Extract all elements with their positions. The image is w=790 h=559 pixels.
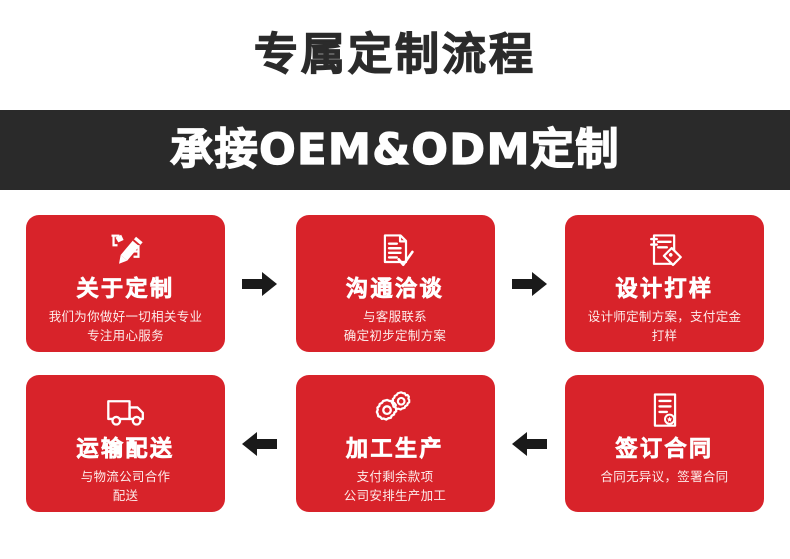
flow-card-desc: 支付剩余款项 公司安排生产加工 [338,468,452,504]
arrow-left-icon [239,375,281,512]
desc-line: 配送 [112,487,139,503]
desc-line: 公司安排生产加工 [343,487,447,503]
process-flow: 关于定制 我们为你做好一切相关专业 专注用心服务 [0,190,790,512]
flow-card-desc: 与物流公司合作 配送 [75,468,177,504]
contract-seal-icon [643,387,687,435]
desc-line: 与客服联系 [362,309,427,325]
flow-card-production[interactable]: 加工生产 支付剩余款项 公司安排生产加工 [295,375,495,512]
pencil-edit-icon [103,227,149,275]
flow-card-title: 关于定制 [76,277,175,303]
desc-line: 专注用心服务 [87,327,164,343]
flow-card-desc: 设计师定制方案，支付定金 打样 [582,308,748,344]
desc-line: 我们为你做好一切相关专业 [48,309,203,325]
flow-card-desc: 我们为你做好一切相关专业 专注用心服务 [43,308,209,344]
flow-card-title: 设计打样 [615,277,714,303]
flow-card-design-sample[interactable]: 设计打样 设计师定制方案，支付定金 打样 [565,215,764,352]
desc-line: 确定初步定制方案 [343,327,447,343]
flow-card-communication[interactable]: 沟通洽谈 与客服联系 确定初步定制方案 [295,215,495,352]
desc-line: 打样 [651,327,678,343]
document-tag-icon [643,227,687,275]
flow-card-desc: 合同无异议，签署合同 [594,468,734,486]
flow-card-title: 运输配送 [76,437,175,463]
arrow-right-icon [239,215,281,352]
flow-card-title: 沟通洽谈 [345,277,444,303]
arrow-left-icon [509,375,551,512]
flow-card-title: 签订合同 [615,437,714,463]
desc-line: 与物流公司合作 [80,469,171,485]
flow-row-2: 运输配送 与物流公司合作 配送 [26,375,764,512]
flow-card-desc: 与客服联系 确定初步定制方案 [338,308,452,344]
flow-card-sign-contract[interactable]: 签订合同 合同无异议，签署合同 [565,375,764,512]
page-header: 专属定制流程 [0,0,790,110]
arrow-right-icon [509,215,551,352]
flow-row-1: 关于定制 我们为你做好一切相关专业 专注用心服务 [26,215,764,352]
flow-card-about-customization[interactable]: 关于定制 我们为你做好一切相关专业 专注用心服务 [26,215,225,352]
document-check-icon [373,227,417,275]
gears-icon [372,387,418,435]
oem-odm-banner: 承接OEM&ODM定制 [0,110,790,190]
desc-line: 支付剩余款项 [356,469,434,485]
delivery-truck-icon [103,387,149,435]
flow-card-delivery[interactable]: 运输配送 与物流公司合作 配送 [26,375,225,512]
desc-line: 设计师定制方案，支付定金 [587,309,742,325]
flow-card-title: 加工生产 [345,437,444,463]
banner-title: 承接OEM&ODM定制 [169,124,620,175]
page-title: 专属定制流程 [253,29,536,80]
desc-line: 合同无异议，签署合同 [600,469,729,485]
